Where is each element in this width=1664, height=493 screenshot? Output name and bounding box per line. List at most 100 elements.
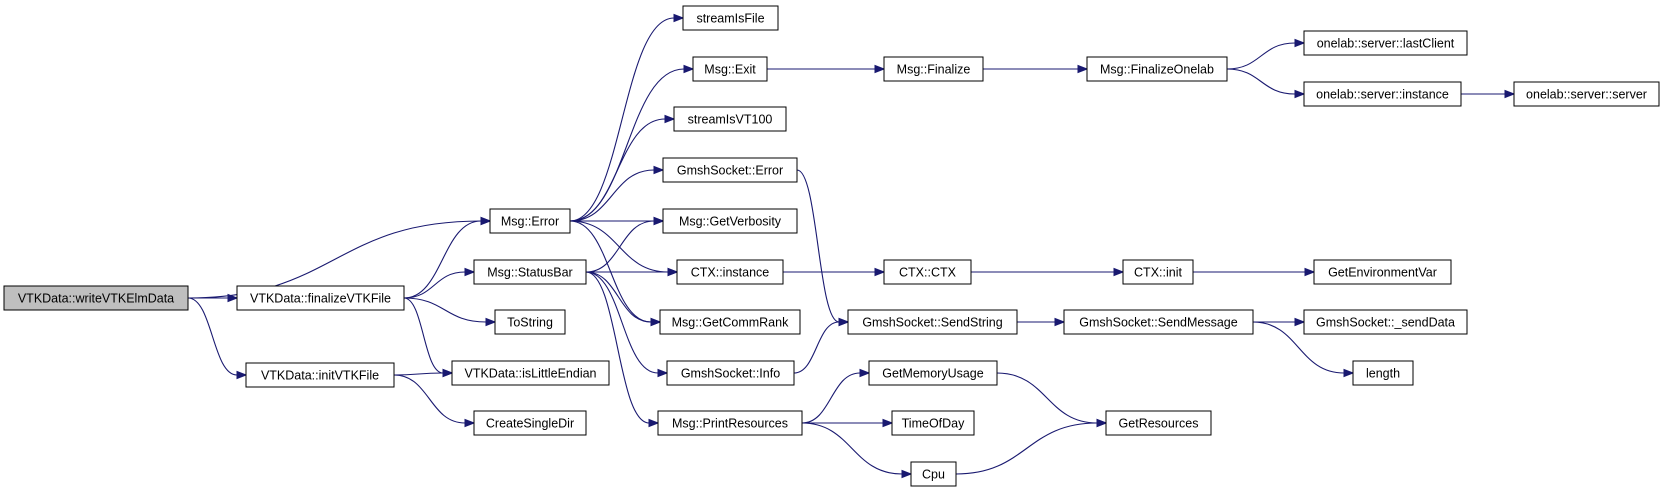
arrowhead-statusBar-to-printResources <box>648 418 660 428</box>
node-toString[interactable]: ToString <box>494 309 566 335</box>
node-writeVTKElmData[interactable]: VTKData::writeVTKElmData <box>3 285 189 311</box>
node-msgFinalize[interactable]: Msg::Finalize <box>883 56 984 82</box>
edge-gmshSocketInfo-to-sendString <box>793 321 840 374</box>
edge-statusBar-to-printResources <box>585 271 650 424</box>
node-label: CTX::instance <box>691 266 770 280</box>
node-initVTKFile[interactable]: VTKData::initVTKFile <box>245 362 395 388</box>
node-label: Cpu <box>922 468 945 482</box>
edge-initVTKFile-to-isLittleEndian <box>393 372 444 376</box>
node-sendMessage[interactable]: GmshSocket::SendMessage <box>1063 309 1254 335</box>
arrowhead-msgError-to-gmshSocketError <box>653 165 665 175</box>
arrowhead-gmshSocketInfo-to-sendString <box>838 317 850 327</box>
arrowhead-finalizeOnelab-to-onelabInstance <box>1294 89 1306 99</box>
node-label: GetResources <box>1119 417 1199 431</box>
node-timeOfDay[interactable]: TimeOfDay <box>891 410 975 436</box>
arrowhead-printResources-to-timeOfDay <box>882 418 894 428</box>
node-onelabInstance[interactable]: onelab::server::instance <box>1303 81 1462 107</box>
node-label: onelab::server::lastClient <box>1317 37 1455 51</box>
edge-statusBar-to-getCommRank <box>585 271 652 323</box>
arrowhead-onelabInstance-to-onelabServer <box>1504 89 1516 99</box>
node-ctxInit[interactable]: CTX::init <box>1122 259 1194 285</box>
node-label: Msg::FinalizeOnelab <box>1100 63 1214 77</box>
node-label: Msg::Finalize <box>897 63 971 77</box>
node-streamIsVT100[interactable]: streamIsVT100 <box>673 106 787 132</box>
edge-layer <box>187 13 1516 479</box>
node-lastClient[interactable]: onelab::server::lastClient <box>1303 30 1468 56</box>
arrowhead-finalizeOnelab-to-lastClient <box>1294 38 1306 48</box>
edge-printResources-to-getMemoryUsage <box>801 372 861 424</box>
node-label: CTX::CTX <box>899 266 957 280</box>
node-getResources[interactable]: GetResources <box>1105 410 1212 436</box>
edge-finalizeOnelab-to-lastClient <box>1226 42 1296 70</box>
arrowhead-statusBar-to-gmshSocketInfo <box>657 368 669 378</box>
node-label: CreateSingleDir <box>486 417 574 431</box>
node-label: Msg::GetCommRank <box>672 316 789 330</box>
node-ctxCtx[interactable]: CTX::CTX <box>883 259 972 285</box>
edge-msgError-to-gmshSocketError <box>569 169 655 222</box>
node-getEnvironmentVar[interactable]: GetEnvironmentVar <box>1313 259 1452 285</box>
node-sendData[interactable]: GmshSocket::_sendData <box>1303 309 1468 335</box>
node-label: Msg::PrintResources <box>672 417 788 431</box>
node-gmshSocketInfo[interactable]: GmshSocket::Info <box>666 360 795 386</box>
arrowhead-finalizeVTKFile-to-msgError <box>480 216 492 226</box>
edge-msgError-to-msgExit <box>569 68 685 222</box>
node-statusBar[interactable]: Msg::StatusBar <box>473 259 587 285</box>
node-finalizeVTKFile[interactable]: VTKData::finalizeVTKFile <box>236 285 405 311</box>
node-label: CTX::init <box>1134 266 1182 280</box>
node-gmshSocketError[interactable]: GmshSocket::Error <box>662 157 798 183</box>
arrowhead-initVTKFile-to-isLittleEndian <box>442 368 454 378</box>
node-ctxInstance[interactable]: CTX::instance <box>676 259 784 285</box>
node-label: GmshSocket::_sendData <box>1316 316 1455 330</box>
node-label: onelab::server::server <box>1526 88 1647 102</box>
node-label: VTKData::writeVTKElmData <box>18 292 174 306</box>
arrowhead-sendMessage-to-length <box>1343 368 1355 378</box>
node-getVerbosity[interactable]: Msg::GetVerbosity <box>662 208 798 234</box>
node-label: GmshSocket::SendMessage <box>1079 316 1237 330</box>
node-label: VTKData::finalizeVTKFile <box>250 292 391 306</box>
node-label: Msg::GetVerbosity <box>679 215 782 229</box>
node-label: GetEnvironmentVar <box>1328 266 1437 280</box>
arrowhead-msgError-to-streamIsVT100 <box>664 114 676 124</box>
arrowhead-statusBar-to-ctxInstance <box>667 267 679 277</box>
node-label: streamIsVT100 <box>688 113 773 127</box>
node-streamIsFile[interactable]: streamIsFile <box>682 5 779 31</box>
arrowhead-msgExit-to-msgFinalize <box>874 64 886 74</box>
node-getMemoryUsage[interactable]: GetMemoryUsage <box>868 360 998 386</box>
edge-gmshSocketError-to-sendString <box>796 169 840 323</box>
edge-getMemoryUsage-to-getResources <box>996 372 1098 424</box>
arrowhead-writeVTKElmData-to-finalizeVTKFile <box>227 293 239 303</box>
node-printResources[interactable]: Msg::PrintResources <box>657 410 803 436</box>
arrowhead-finalizeVTKFile-to-toString <box>485 317 497 327</box>
arrowhead-msgFinalize-to-finalizeOnelab <box>1077 64 1089 74</box>
node-label: length <box>1366 367 1400 381</box>
arrowhead-ctxInstance-to-ctxCtx <box>874 267 886 277</box>
arrowhead-sendString-to-sendMessage <box>1054 317 1066 327</box>
node-cpu[interactable]: Cpu <box>910 461 957 487</box>
node-label: GmshSocket::SendString <box>862 316 1002 330</box>
node-length[interactable]: length <box>1352 360 1414 386</box>
arrowhead-ctxCtx-to-ctxInit <box>1113 267 1125 277</box>
node-label: Msg::Error <box>501 215 559 229</box>
node-isLittleEndian[interactable]: VTKData::isLittleEndian <box>451 360 610 386</box>
arrowhead-writeVTKElmData-to-initVTKFile <box>236 370 248 380</box>
node-getCommRank[interactable]: Msg::GetCommRank <box>659 309 801 335</box>
node-label: VTKData::isLittleEndian <box>464 367 596 381</box>
node-msgExit[interactable]: Msg::Exit <box>692 56 768 82</box>
edge-sendMessage-to-length <box>1252 321 1345 374</box>
arrowhead-msgError-to-streamIsFile <box>673 13 685 23</box>
edge-finalizeVTKFile-to-msgError <box>403 220 482 299</box>
edge-finalizeVTKFile-to-isLittleEndian <box>403 297 444 374</box>
edge-msgError-to-ctxInstance <box>569 220 669 273</box>
node-msgError[interactable]: Msg::Error <box>489 208 571 234</box>
node-sendString[interactable]: GmshSocket::SendString <box>847 309 1018 335</box>
edge-cpu-to-getResources <box>955 422 1098 475</box>
edge-finalizeOnelab-to-onelabInstance <box>1226 68 1296 95</box>
node-label: ToString <box>507 316 553 330</box>
arrowhead-finalizeVTKFile-to-statusBar <box>464 267 476 277</box>
arrowhead-statusBar-to-getVerbosity <box>653 216 665 226</box>
node-label: GmshSocket::Info <box>681 367 780 381</box>
node-createSingleDir[interactable]: CreateSingleDir <box>473 410 587 436</box>
arrowhead-printResources-to-cpu <box>901 469 913 479</box>
node-onelabServer[interactable]: onelab::server::server <box>1513 81 1660 107</box>
node-finalizeOnelab[interactable]: Msg::FinalizeOnelab <box>1086 56 1228 82</box>
